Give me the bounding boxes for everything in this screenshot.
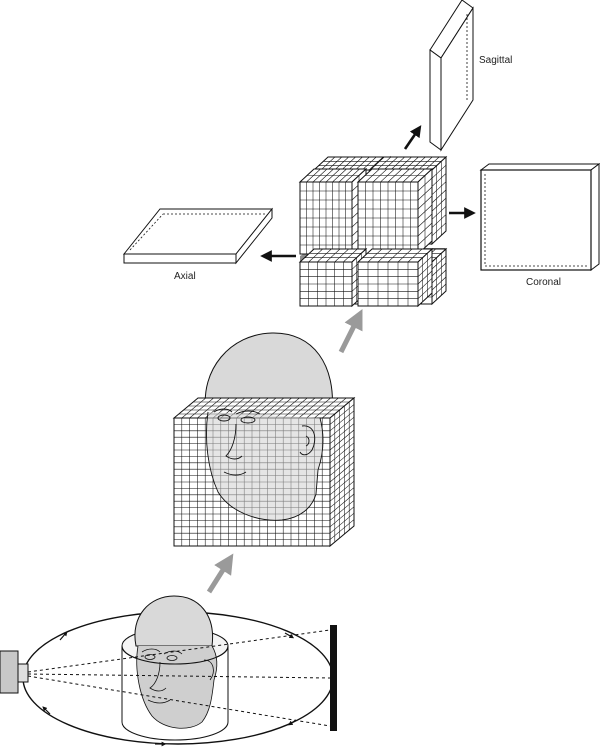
head-top-small xyxy=(134,595,214,647)
flow-arrow-upper xyxy=(338,309,363,354)
cube-block-front-top-left xyxy=(298,167,368,256)
orbit-arrow xyxy=(42,706,51,715)
head-face-large xyxy=(206,408,324,521)
voxel-cube-with-head xyxy=(172,332,356,548)
axial-slab xyxy=(122,207,274,265)
cylinder-top-front xyxy=(121,645,229,665)
cube-block-front-bottom-left xyxy=(298,247,368,308)
cube-block-front-bottom-right xyxy=(356,247,434,308)
xray-tube xyxy=(0,650,29,694)
head-face-small xyxy=(136,645,218,729)
coronal-slab xyxy=(479,163,600,271)
arrow-to-sagittal xyxy=(403,125,422,150)
cylinder-bottom-rim xyxy=(121,721,229,741)
sagittal-label: Sagittal xyxy=(479,55,512,66)
coronal-label: Coronal xyxy=(526,277,561,288)
orbit-arrow xyxy=(284,632,295,639)
axial-label: Axial xyxy=(174,271,196,282)
sagittal-slab xyxy=(429,0,474,152)
flow-arrow-lower xyxy=(206,553,234,594)
orbit-arrow xyxy=(59,631,68,641)
ct-scanner xyxy=(0,595,337,747)
xray-beam xyxy=(27,629,331,727)
detector-array xyxy=(330,625,337,731)
cube-block-front-top-right xyxy=(356,167,434,256)
split-voxel-cube xyxy=(298,155,448,308)
head-top-large xyxy=(204,332,333,413)
